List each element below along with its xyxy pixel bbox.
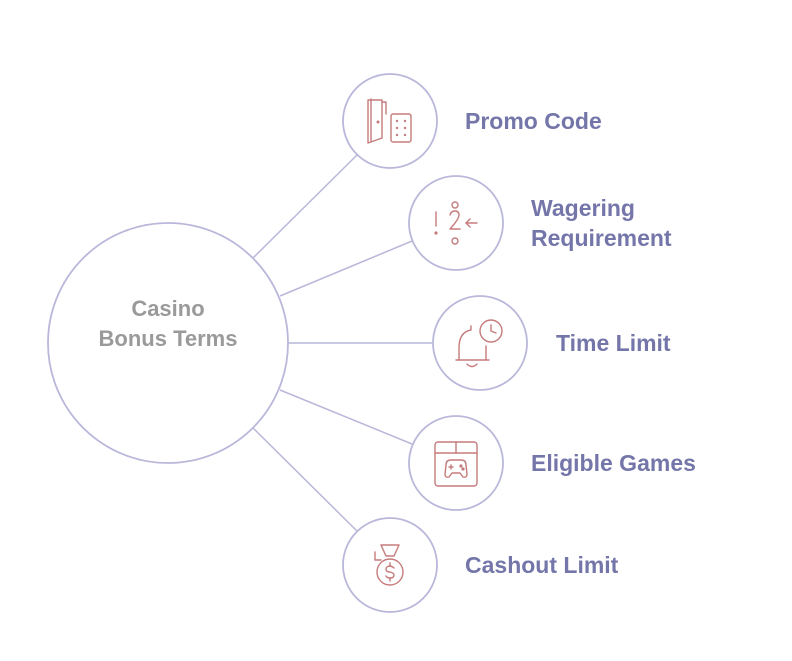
node-label-cashout-limit-text: Cashout Limit <box>465 552 619 578</box>
node-label-eligible-games-text: Eligible Games <box>531 450 696 476</box>
node-label-wagering-requirement: Wagering Requirement <box>531 193 672 253</box>
node-label-time-limit: Time Limit <box>556 328 671 358</box>
connector-cashout-limit <box>252 427 358 532</box>
hub-label: Casino Bonus Terms <box>48 294 288 354</box>
hub-circle <box>47 222 289 464</box>
money-bag-icon <box>374 544 404 586</box>
node-label-time-limit-text: Time Limit <box>556 330 671 356</box>
hub-label-line-2: Bonus Terms <box>98 326 238 351</box>
node-label-wagering-line-2: Requirement <box>531 225 672 251</box>
node-label-wagering-line-1: Wagering <box>531 195 635 221</box>
node-label-promo-code-text: Promo Code <box>465 108 602 134</box>
node-circle-time-limit <box>432 295 528 391</box>
node-circle-promo-code <box>342 73 438 169</box>
bell-clock-icon <box>455 319 503 368</box>
connector-wagering-requirement <box>279 240 413 297</box>
sequence-steps-icon <box>434 201 478 245</box>
door-keypad-icon <box>367 98 412 144</box>
gamepad-box-icon <box>434 441 478 487</box>
node-label-eligible-games: Eligible Games <box>531 448 696 478</box>
node-label-promo-code: Promo Code <box>465 106 602 136</box>
connector-eligible-games <box>279 389 413 445</box>
node-label-cashout-limit: Cashout Limit <box>465 550 618 580</box>
node-circle-wagering-requirement <box>408 175 504 271</box>
hub-label-line-1: Casino <box>131 296 205 321</box>
connector-promo-code <box>252 154 358 259</box>
node-circle-eligible-games <box>408 415 504 511</box>
